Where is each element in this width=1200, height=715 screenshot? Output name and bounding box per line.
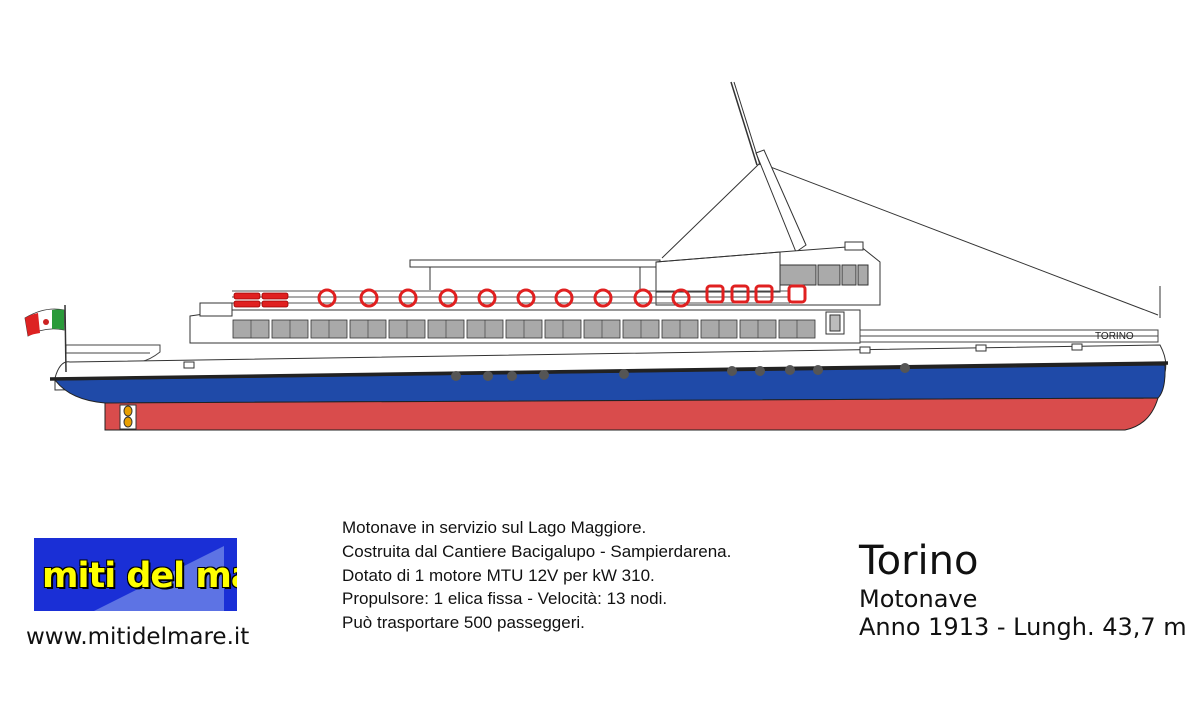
porthole (900, 363, 910, 373)
porthole (727, 366, 737, 376)
lifebuoy-icon (671, 288, 691, 308)
lifebuoy-icon (477, 288, 497, 308)
porthole (755, 366, 765, 376)
description-line: Motonave in servizio sul Lago Maggiore. (342, 518, 647, 537)
liferafts (233, 292, 289, 308)
ship-description: Motonave in servizio sul Lago Maggiore. … (342, 516, 731, 635)
porthole (813, 365, 823, 375)
rub-rail (49, 361, 1169, 381)
hull-red-band (104, 397, 1159, 431)
sun-canopy (409, 259, 661, 290)
lifebuoy-icon (438, 288, 458, 308)
logo: miti del mare (34, 538, 237, 611)
mast (730, 81, 807, 253)
porthole (483, 371, 493, 381)
lifebuoy-icon (705, 284, 725, 304)
lifebuoy-icon (317, 288, 337, 308)
porthole (619, 369, 629, 379)
lifebuoy-icon (754, 284, 774, 304)
logo-sail-shape (94, 546, 224, 611)
rigging (661, 162, 1161, 318)
description-line: Dotato di 1 motore MTU 12V per kW 310. (342, 565, 655, 585)
ship-type: Motonave (859, 585, 978, 613)
description-line: Costruita dal Cantiere Bacigalupo - Samp… (342, 541, 732, 561)
italian-flag-icon (24, 304, 67, 373)
porthole (451, 371, 461, 381)
lifebuoy-icon (516, 288, 536, 308)
ship-profile-drawing: TORINO (24, 81, 1169, 431)
lifebuoy-icon (593, 288, 613, 308)
aft-railing (65, 344, 161, 363)
description-line: Può trasportare 500 passeggeri. (342, 613, 585, 633)
porthole (539, 370, 549, 380)
fore-deck-railing (859, 329, 1159, 343)
propeller-icon (119, 404, 137, 430)
site-url: www.mitidelmare.it (26, 624, 250, 650)
lifebuoy-icon (787, 284, 807, 304)
porthole (785, 365, 795, 375)
lifebuoys (317, 284, 807, 308)
deckhouse-window-row (232, 319, 816, 339)
description-line: Propulsore: 1 elica fissa - Velocità: 13… (342, 589, 668, 609)
lifebuoy-icon (554, 288, 574, 308)
porthole (507, 371, 517, 381)
lifebuoy-icon (359, 288, 379, 308)
ship-specs: Anno 1913 - Lungh. 43,7 m (859, 613, 1187, 641)
portholes (451, 363, 910, 381)
bollards (183, 343, 1083, 369)
lifebuoy-icon (633, 288, 653, 308)
logo-text: miti del mare (42, 556, 237, 596)
wheelhouse (655, 241, 881, 306)
lifebuoy-icon (730, 284, 750, 304)
lifebuoy-icon (398, 288, 418, 308)
ship-name: Torino (859, 538, 979, 584)
hull-name-label: TORINO (1095, 331, 1134, 342)
